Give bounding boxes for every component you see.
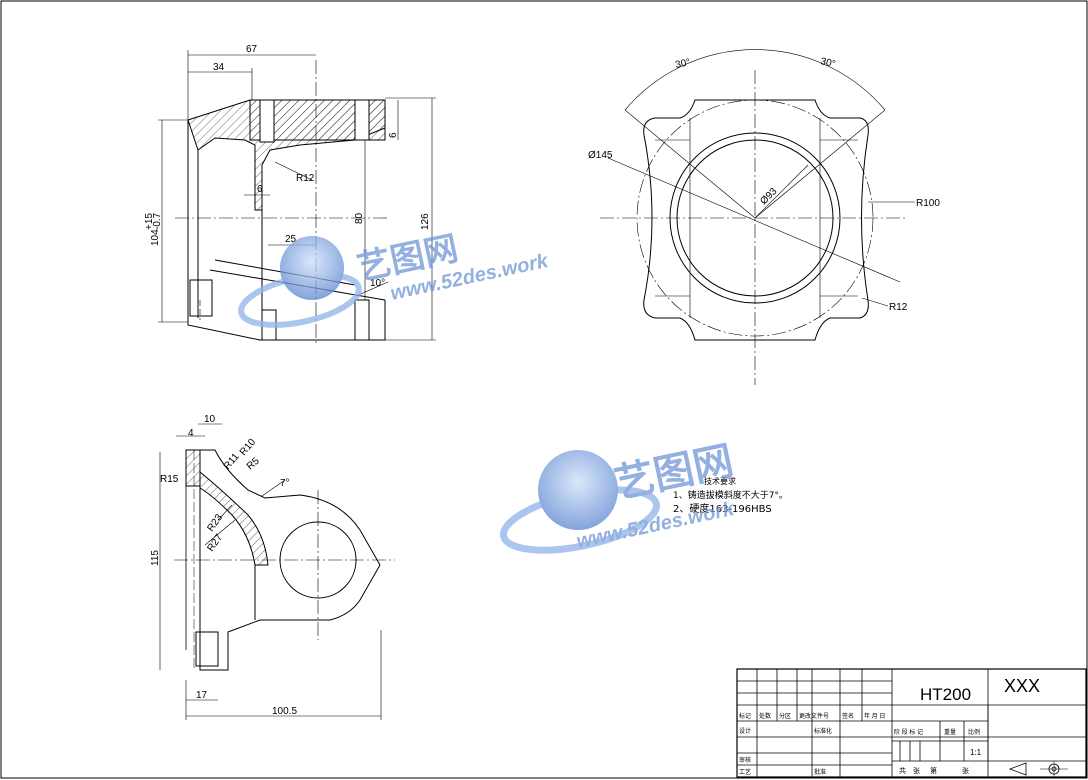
side-dimensions: [159, 423, 382, 720]
dim-10: 10: [204, 414, 216, 425]
dim-r5: R5: [245, 455, 262, 472]
dim-34: 34: [213, 62, 225, 73]
dim-4: 4: [188, 428, 194, 439]
title-block-text: HT200 XXX 标记 处数 分区 更改文件号 签名 年 月 日 设计 标准化…: [739, 676, 1040, 776]
row-label-sign: 签名: [842, 712, 854, 720]
notes-line-1: 1、铸造拔模斜度不大于7°。: [673, 489, 788, 501]
dim-115: 115: [150, 550, 161, 566]
side-view: [174, 449, 395, 671]
title-block: [736, 668, 1087, 778]
standardization-label: 标准化: [814, 727, 832, 735]
dim-30deg-right: 30°: [819, 56, 836, 70]
dim-104-tol-upper: +15: [144, 213, 155, 230]
dim-r100: R100: [916, 198, 940, 209]
dim-d145: Ø145: [588, 150, 613, 161]
dim-7deg: 7°: [280, 478, 290, 489]
designer-label: 设计: [739, 727, 751, 735]
row-label-change-doc: 更改文件号: [799, 712, 829, 720]
total-label: 共: [899, 766, 906, 775]
watermark-globe-icon-center: [538, 450, 618, 530]
top-view: [600, 49, 915, 385]
front-dim-text: 67 34 104 +15 -0.7 126 80 6 25 6 R12 10°: [144, 44, 431, 289]
technical-notes: 技术要求 1、铸造拔模斜度不大于7°。 2、硬度163-196HBS: [673, 476, 788, 515]
dim-r15: R15: [160, 474, 179, 485]
front-section-view: [175, 60, 390, 345]
dim-r27: R27: [205, 532, 225, 554]
dim-80: 80: [354, 212, 365, 224]
top-outer-profile: [643, 99, 869, 341]
dim-100-5: 100.5: [272, 706, 297, 717]
dim-r12-front: R12: [296, 173, 315, 184]
dim-6-top: 6: [388, 132, 399, 138]
scale-label: 比例: [968, 728, 980, 736]
dim-r11: R11: [222, 451, 242, 472]
scale-value: 1:1: [970, 748, 982, 757]
dim-104-tol-lower: -0.7: [152, 212, 163, 230]
drawing-name: XXX: [1004, 676, 1040, 696]
dim-10deg: 10°: [370, 278, 385, 289]
dim-d93: Ø93: [758, 186, 779, 207]
dim-30deg-left: 30°: [674, 57, 691, 71]
side-dim-text: 10 4 R10 R11 R5 R15 7° R23 R27 115 17 10…: [150, 414, 297, 717]
stage-label: 阶 段 标 记: [894, 728, 923, 736]
material-label: HT200: [920, 685, 971, 704]
dim-104: 104: [150, 229, 161, 246]
dim-126: 126: [420, 213, 431, 230]
notes-title: 技术要求: [704, 476, 736, 486]
notes-line-2: 2、硬度163-196HBS: [673, 502, 772, 515]
row-label-mark: 标记: [739, 712, 751, 720]
process-label: 工艺: [739, 768, 751, 776]
row-label-date: 年 月 日: [864, 712, 885, 720]
weight-label: 重量: [944, 728, 956, 736]
checker-label: 审核: [739, 756, 751, 764]
dim-r10: R10: [238, 436, 259, 457]
side-hatched-rib: [199, 470, 269, 566]
watermark-top: 艺图网 www.52des.work: [238, 228, 551, 328]
sheet-no-label: 第: [930, 766, 937, 775]
dim-25: 25: [285, 234, 297, 245]
dim-67: 67: [246, 44, 258, 55]
watermark-globe-icon: [280, 236, 344, 300]
front-dimensions: [158, 50, 436, 341]
approve-label: 批准: [814, 768, 826, 776]
row-label-count: 处数: [759, 712, 771, 720]
sheet-suffix-label: 张: [962, 766, 969, 775]
dim-6-rib: 6: [257, 184, 263, 195]
dim-r12-top: R12: [889, 302, 908, 313]
dim-17: 17: [196, 690, 208, 701]
row-label-zone: 分区: [779, 712, 791, 720]
top-dim-text: 30° 30° Ø145 Ø93 R100 R12: [588, 56, 940, 313]
sheet-label: 张: [913, 766, 920, 775]
